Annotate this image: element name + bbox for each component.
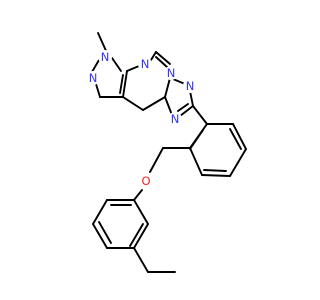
bond	[142, 96, 166, 111]
bond	[97, 32, 108, 54]
bond	[98, 221, 112, 244]
atom-n-pyrimidine-2: N	[167, 66, 176, 80]
bond	[122, 70, 128, 98]
bond	[150, 51, 157, 61]
bond	[155, 51, 171, 65]
bond	[189, 90, 194, 107]
bond	[155, 56, 168, 68]
atom-n-pyrimidine-1: N	[141, 57, 150, 71]
bond	[179, 105, 194, 117]
bond	[126, 65, 140, 72]
bond	[119, 74, 124, 94]
bond	[111, 57, 122, 72]
bond	[177, 103, 189, 112]
bond	[232, 123, 247, 150]
bond	[172, 78, 186, 85]
bond	[91, 59, 100, 73]
bond	[164, 77, 171, 98]
bond	[164, 96, 173, 116]
bond	[229, 148, 247, 177]
bonds	[91, 32, 247, 273]
bond	[92, 223, 108, 249]
bond	[122, 96, 144, 111]
atom-n-pyrazole-1: N	[101, 50, 110, 64]
bond	[133, 247, 149, 273]
molecule-diagram: N N N N N N O	[86, 32, 247, 273]
bond	[229, 128, 242, 150]
bond	[189, 147, 203, 176]
atom-n-triazole-2: N	[171, 112, 180, 126]
atom-n-triazole-1: N	[186, 79, 195, 93]
bond	[149, 147, 164, 173]
bond	[192, 105, 208, 125]
atom-n-pyrazole-2: N	[89, 71, 98, 85]
bond	[92, 199, 108, 225]
bond	[133, 223, 149, 249]
bond	[189, 129, 204, 150]
bond	[201, 174, 231, 177]
bond	[95, 83, 101, 98]
atom-o-ether: O	[141, 174, 150, 188]
bond	[129, 223, 144, 247]
bond	[203, 169, 227, 172]
bond	[133, 199, 149, 225]
atom-labels: N N N N N N O	[86, 50, 197, 188]
bond	[133, 189, 143, 201]
